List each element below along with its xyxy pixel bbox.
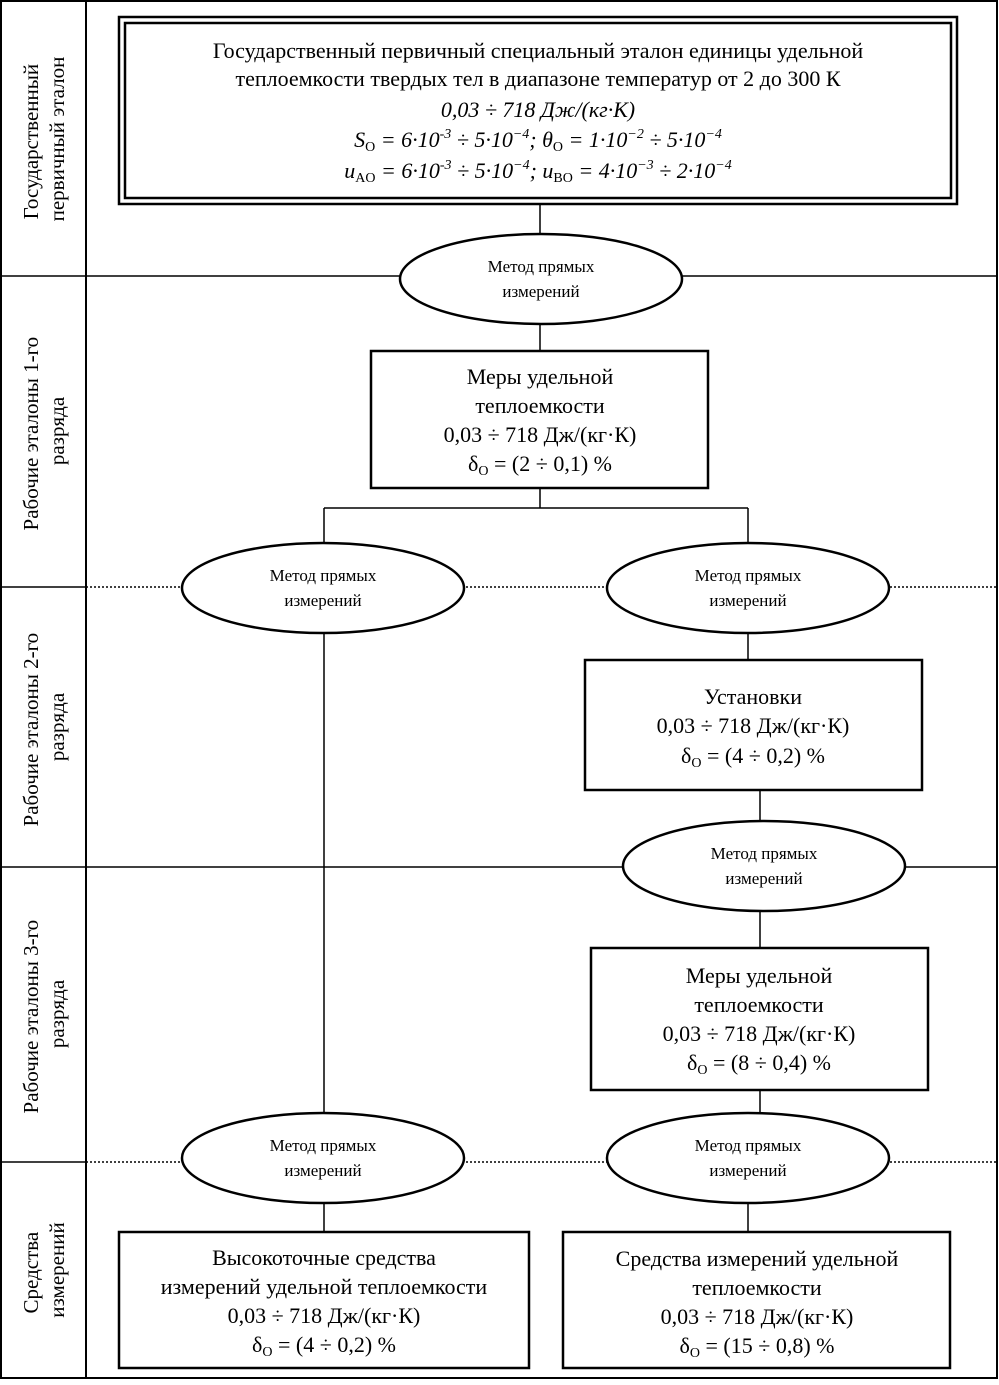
svg-text:0,03 ÷ 718 Дж/(кг·К): 0,03 ÷ 718 Дж/(кг·К): [657, 713, 850, 738]
svg-text:δO = (15 ÷ 0,8) %: δO = (15 ÷ 0,8) %: [680, 1333, 835, 1361]
svg-text:Высокоточные средства: Высокоточные средства: [212, 1245, 436, 1270]
svg-text:Метод прямых: Метод прямых: [270, 1136, 377, 1155]
svg-text:Средства измерений удельной: Средства измерений удельной: [616, 1246, 899, 1271]
svg-text:Меры удельной: Меры удельной: [467, 364, 614, 389]
svg-text:Установки: Установки: [704, 684, 802, 709]
method-oval-6: Метод прямых измерений: [605, 1111, 891, 1205]
rank3-measures-box: Меры удельной теплоемкости 0,03 ÷ 718 Дж…: [589, 946, 930, 1092]
instruments-box: Средства измерений удельной теплоемкости…: [561, 1230, 952, 1370]
svg-text:Метод прямых: Метод прямых: [270, 566, 377, 585]
primary-range: 0,03 ÷ 718 Дж/(кг·К): [441, 97, 635, 122]
method-oval-4: Метод прямых измерений: [621, 819, 907, 913]
svg-text:измерений удельной теплоемкост: измерений удельной теплоемкости: [161, 1274, 488, 1299]
svg-text:0,03 ÷ 718 Дж/(кг·К): 0,03 ÷ 718 Дж/(кг·К): [661, 1304, 854, 1329]
svg-text:измерений: измерений: [709, 1161, 786, 1180]
primary-standard-box: Государственный первичный специальный эт…: [117, 15, 959, 206]
svg-text:Меры удельной: Меры удельной: [686, 963, 833, 988]
level-label-rank2: Рабочие эталоны 2-го разряда: [19, 628, 69, 827]
method-oval-5: Метод прямых измерений: [180, 1111, 466, 1205]
svg-text:δO = (4 ÷ 0,2) %: δO = (4 ÷ 0,2) %: [681, 743, 825, 771]
high-precision-instruments-box: Высокоточные средства измерений удельной…: [117, 1230, 531, 1370]
svg-text:теплоемкости: теплоемкости: [475, 393, 605, 418]
primary-title-line1: Государственный первичный специальный эт…: [213, 38, 864, 63]
svg-text:0,03 ÷ 718 Дж/(кг·К): 0,03 ÷ 718 Дж/(кг·К): [228, 1303, 421, 1328]
svg-text:0,03 ÷ 718 Дж/(кг·К): 0,03 ÷ 718 Дж/(кг·К): [663, 1021, 856, 1046]
svg-text:измерений: измерений: [502, 282, 579, 301]
level-label-instruments: Средства измерений: [19, 1222, 69, 1317]
method-oval-3: Метод прямых измерений: [605, 541, 891, 635]
rank1-measures-box: Меры удельной теплоемкости 0,03 ÷ 718 Дж…: [369, 349, 710, 490]
svg-text:δO = (2 ÷ 0,1) %: δO = (2 ÷ 0,1) %: [468, 451, 612, 479]
rank2-installations-box: Установки 0,03 ÷ 718 Дж/(кг·К) δO = (4 ÷…: [583, 658, 924, 792]
svg-text:Метод прямых: Метод прямых: [695, 1136, 802, 1155]
svg-text:измерений: измерений: [709, 591, 786, 610]
method-oval-1: Метод прямых измерений: [398, 232, 684, 326]
primary-s-theta: SO = 6·10-3 ÷ 5·10−4; θO = 1·10−2 ÷ 5·10…: [354, 127, 722, 155]
method-oval-2: Метод прямых измерений: [180, 541, 466, 635]
level-label-rank3: Рабочие эталоны 3-го разряда: [19, 915, 69, 1114]
svg-text:измерений: измерений: [284, 591, 361, 610]
svg-text:теплоемкости: теплоемкости: [692, 1275, 822, 1300]
svg-text:δO = (8 ÷ 0,4) %: δO = (8 ÷ 0,4) %: [687, 1050, 831, 1078]
svg-text:теплоемкости: теплоемкости: [694, 992, 824, 1017]
svg-text:0,03 ÷ 718 Дж/(кг·К): 0,03 ÷ 718 Дж/(кг·К): [444, 422, 637, 447]
primary-title-line2: теплоемкости твердых тел в диапазоне тем…: [235, 66, 840, 91]
svg-text:Метод прямых: Метод прямых: [488, 257, 595, 276]
svg-text:Метод прямых: Метод прямых: [711, 844, 818, 863]
svg-text:δO = (4 ÷ 0,2) %: δO = (4 ÷ 0,2) %: [252, 1332, 396, 1360]
svg-text:измерений: измерений: [284, 1161, 361, 1180]
svg-text:Метод прямых: Метод прямых: [695, 566, 802, 585]
primary-u-values: uAO = 6·10-3 ÷ 5·10−4; uBO = 4·10−3 ÷ 2·…: [344, 158, 731, 186]
svg-text:измерений: измерений: [725, 869, 802, 888]
level-label-rank1: Рабочие эталоны 1-го разряда: [19, 332, 69, 531]
level-label-primary: Государственный первичный эталон: [19, 57, 69, 222]
